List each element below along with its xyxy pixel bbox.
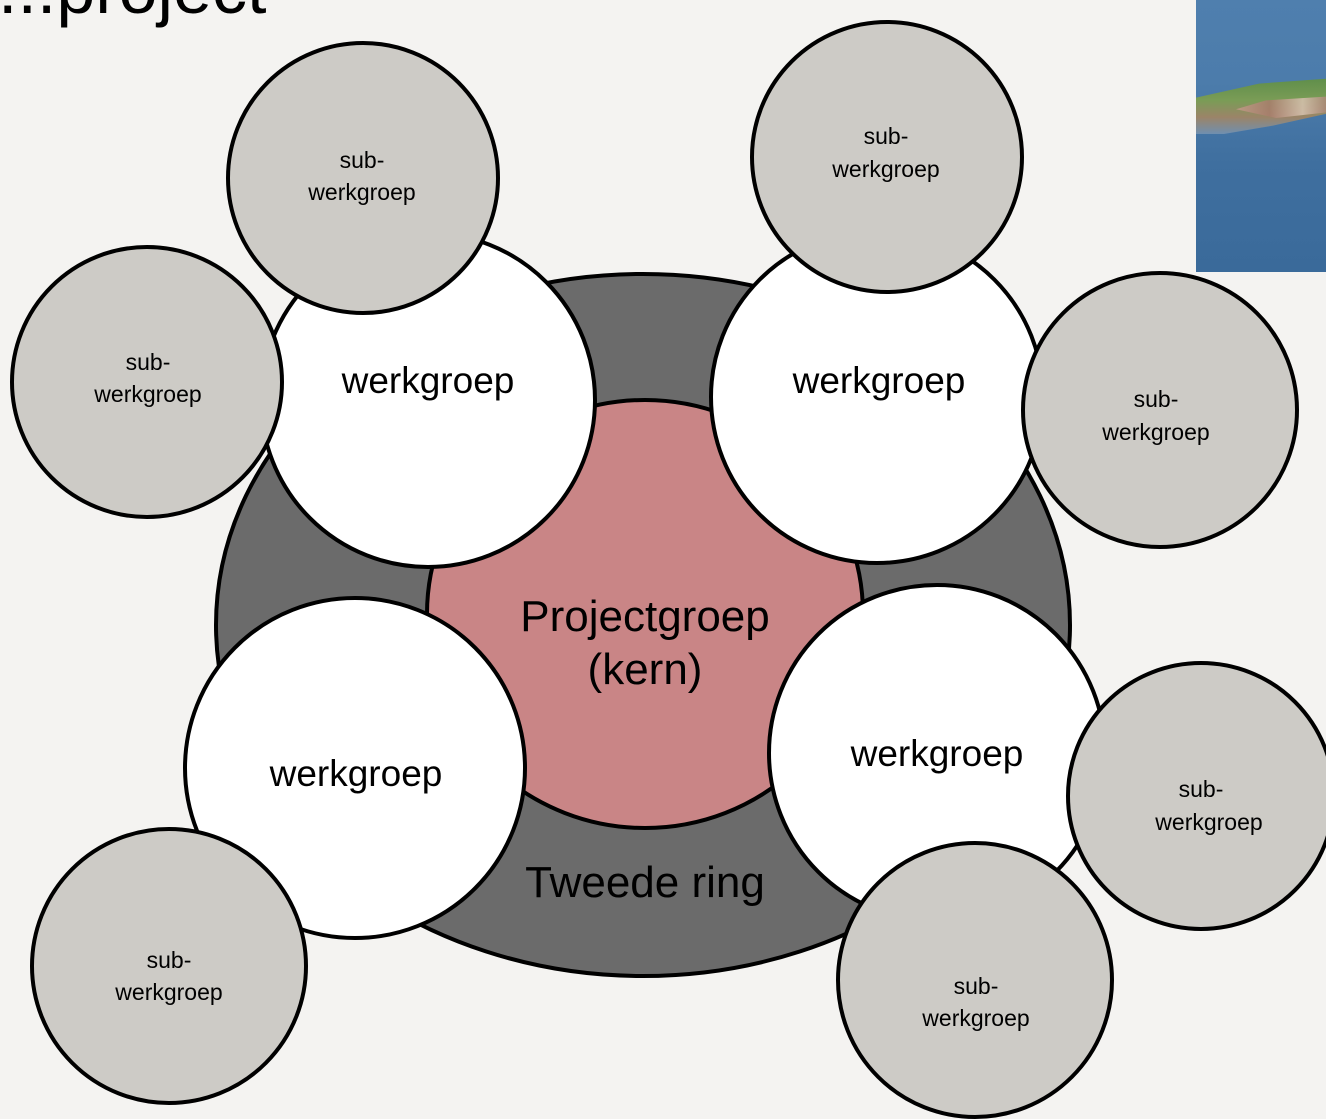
subgroup-label-bottom-right-side-line2: werkgroep — [1154, 809, 1262, 835]
workgroup-circle-bottom-left — [183, 596, 527, 940]
subgroup-label-bottom-right-side-line1: sub- — [1179, 776, 1224, 802]
page-title: ...project — [0, 0, 266, 24]
subgroup-label-top-right-side-line1: sub- — [1134, 386, 1179, 412]
subgroup-label-bottom-left-line1: sub- — [147, 947, 192, 973]
subgroup-circle-bottom-left — [30, 827, 308, 1105]
subgroup-circle-top-right-upper — [750, 20, 1024, 294]
subgroup-label-top-right-upper-line2: werkgroep — [831, 156, 939, 182]
subgroup-circle-top-right-side — [1021, 271, 1299, 549]
subgroup-label-top-right-upper-line1: sub- — [864, 123, 909, 149]
subgroup-circle-top-left-upper — [226, 41, 500, 315]
aerial-photo — [1196, 0, 1326, 272]
subgroup-circle-bottom-right-side — [1066, 661, 1326, 931]
subgroup-label-top-left-upper-line2: werkgroep — [307, 179, 415, 205]
subgroup-circle-top-left-side — [10, 245, 284, 519]
core-label-line1: Projectgroep — [520, 592, 769, 641]
workgroup-label-top-left: werkgroep — [341, 360, 515, 401]
workgroup-label-bottom-right: werkgroep — [850, 733, 1024, 774]
ring-label: Tweede ring — [525, 858, 765, 907]
subgroup-label-bottom-right-lower-line1: sub- — [954, 973, 999, 999]
workgroup-label-bottom-left: werkgroep — [269, 753, 443, 794]
workgroup-label-top-right: werkgroep — [792, 360, 966, 401]
subgroup-label-bottom-left-line2: werkgroep — [114, 979, 222, 1005]
subgroup-label-bottom-right-lower-line2: werkgroep — [921, 1005, 1029, 1031]
subgroup-label-top-right-side-line2: werkgroep — [1101, 419, 1209, 445]
subgroup-circle-bottom-right-lower — [836, 841, 1114, 1119]
subgroup-label-top-left-side-line2: werkgroep — [93, 381, 201, 407]
subgroup-label-top-left-upper-line1: sub- — [340, 147, 385, 173]
core-label-line2: (kern) — [588, 645, 703, 694]
subgroup-label-top-left-side-line1: sub- — [126, 349, 171, 375]
